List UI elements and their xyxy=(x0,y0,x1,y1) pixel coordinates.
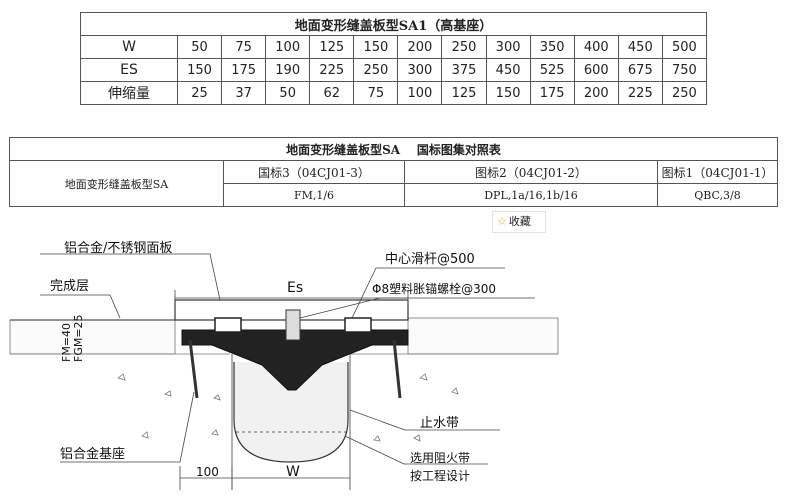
label-dim-w: W xyxy=(286,464,300,480)
right-finish-layer xyxy=(407,317,559,355)
table-cell: 50 xyxy=(176,35,223,59)
favorite-label: 收藏 xyxy=(508,215,531,228)
table-cell: 125 xyxy=(441,81,487,105)
atlas-value-2: DPL,1a/16,1b/16 xyxy=(404,183,658,207)
table-cell: 200 xyxy=(573,81,619,105)
table-cell: 75 xyxy=(221,35,267,59)
atlas-header-3: 国标3（04CJ01-3） xyxy=(223,160,405,184)
table-row: 地面变形缝盖板型SA 国标3（04CJ01-3） 图标2（04CJ01-2） 图… xyxy=(9,160,778,207)
table-cell: 125 xyxy=(309,35,355,59)
label-finish-layer: 完成层 xyxy=(50,279,89,294)
table-cell: 675 xyxy=(617,58,663,82)
label-es: Es xyxy=(287,280,303,296)
table-cell: 250 xyxy=(353,58,399,82)
table-cell: 100 xyxy=(265,35,311,59)
table-cell: 400 xyxy=(573,35,619,59)
label-water-stop: 止水带 xyxy=(420,416,459,431)
table-cell: 750 xyxy=(661,58,708,82)
table-cell: 450 xyxy=(485,58,531,82)
table-row: W 50 75 100 125 150 200 250 300 350 400 … xyxy=(80,35,708,59)
table-cell: 25 xyxy=(176,81,223,105)
table-cell: 225 xyxy=(617,81,663,105)
atlas-row-label: 地面变形缝盖板型SA xyxy=(9,160,224,207)
table-cell: 190 xyxy=(265,58,311,82)
table-row: FM,1/6 DPL,1a/16,1b/16 QBC,3/8 xyxy=(10,183,778,207)
label-center-rod: 中心滑杆@500 xyxy=(385,252,475,267)
table-cell: 62 xyxy=(309,81,355,105)
table-cell: 525 xyxy=(529,58,575,82)
row-label-expansion: 伸缩量 xyxy=(80,81,178,105)
table-cell: 37 xyxy=(221,81,267,105)
table-cell: 50 xyxy=(265,81,311,105)
table-cell: 300 xyxy=(397,58,443,82)
label-anchor-bolt: Φ8塑料胀锚螺栓@300 xyxy=(372,281,496,296)
atlas-header-1: 图标1（04CJ01-1） xyxy=(657,160,778,184)
label-fire-barrier: 选用阻火带 xyxy=(410,451,470,465)
atlas-value-3: FM,1/6 xyxy=(223,183,405,207)
table-cell: 175 xyxy=(221,58,267,82)
label-fgm: FGM=25 xyxy=(72,314,85,362)
label-dim-100: 100 xyxy=(196,465,219,479)
table-cell: 100 xyxy=(397,81,443,105)
label-fire-barrier-note: 按工程设计 xyxy=(410,468,470,483)
table-cell: 600 xyxy=(573,58,619,82)
table-cell: 75 xyxy=(353,81,399,105)
sa1-table-title: 地面变形缝盖板型SA1（高基座） xyxy=(80,12,707,36)
table-cell: 250 xyxy=(441,35,487,59)
table-cell: 200 xyxy=(397,35,443,59)
table-cell: 150 xyxy=(353,35,399,59)
atlas-table-title: 地面变形缝盖板型SA 国标图集对照表 xyxy=(9,137,778,161)
table-cell: 250 xyxy=(661,81,708,105)
table-cell: 150 xyxy=(176,58,223,82)
aluminum-base xyxy=(181,329,409,391)
center-rod xyxy=(285,309,301,341)
label-panel: 铝合金/不锈钢面板 xyxy=(64,240,172,256)
sa1-spec-table: 地面变形缝盖板型SA1（高基座） W 50 75 100 125 150 200… xyxy=(80,12,708,105)
favorite-button[interactable]: ☆收藏 xyxy=(492,211,546,233)
standard-atlas-table: 地面变形缝盖板型SA 国标图集对照表 地面变形缝盖板型SA 国标3（04CJ01… xyxy=(9,137,778,207)
atlas-header-2: 图标2（04CJ01-2） xyxy=(404,160,658,184)
table-cell: 500 xyxy=(661,35,708,59)
table-cell: 175 xyxy=(529,81,575,105)
table-cell: 350 xyxy=(529,35,575,59)
table-cell: 450 xyxy=(617,35,663,59)
left-finish-layer xyxy=(9,319,176,355)
table-cell: 150 xyxy=(485,81,531,105)
label-base: 铝合金基座 xyxy=(60,446,125,462)
table-cell: 375 xyxy=(441,58,487,82)
water-stop xyxy=(233,362,349,463)
right-anchor-bolt xyxy=(392,339,402,399)
table-cell: 225 xyxy=(309,58,355,82)
star-icon: ☆ xyxy=(497,215,507,228)
row-label-w: W xyxy=(80,35,178,59)
atlas-value-1: QBC,3/8 xyxy=(657,183,778,207)
table-row: 伸缩量 25 37 50 62 75 100 125 150 175 200 2… xyxy=(80,81,708,105)
table-row: ES 150 175 190 225 250 300 375 450 525 6… xyxy=(80,58,708,82)
label-fm: FM=40 xyxy=(60,323,73,362)
left-anchor-bolt xyxy=(188,339,199,399)
joint-cover-diagram: 铝合金/不锈钢面板 完成层 FM=40 FGM=25 Es 中心滑杆@500 Φ… xyxy=(9,240,559,490)
table-cell: 300 xyxy=(485,35,531,59)
row-label-es: ES xyxy=(80,58,178,82)
